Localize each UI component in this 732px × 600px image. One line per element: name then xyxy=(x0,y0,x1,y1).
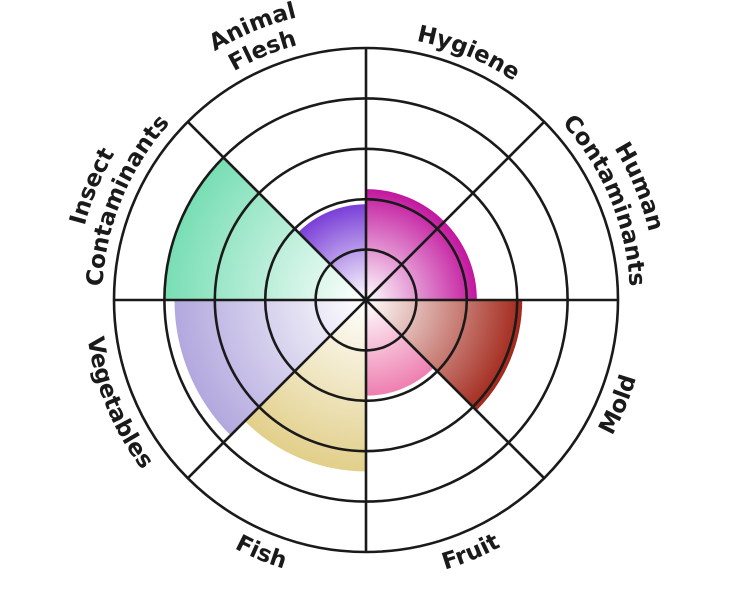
slice-insect-contaminants xyxy=(164,157,366,300)
slice-fish xyxy=(244,300,366,472)
slice-vegetables xyxy=(174,300,366,436)
grid-spoke-3 xyxy=(365,299,546,480)
slice-animal-flesh xyxy=(298,204,366,300)
slice-fruit xyxy=(366,300,434,396)
label-word-hygiene: Hygiene xyxy=(415,21,525,86)
label-word-fruit: Fruit xyxy=(439,529,504,576)
slice-mold xyxy=(366,300,523,411)
label-mold: Mold xyxy=(594,372,642,439)
grid-spoke-1 xyxy=(365,120,546,301)
grid-layer xyxy=(112,46,620,554)
slices-layer xyxy=(164,157,523,472)
label-hygiene: Hygiene xyxy=(415,21,525,86)
label-word-mold: Mold xyxy=(594,372,642,439)
grid-spoke-7 xyxy=(186,120,367,301)
label-fruit: Fruit xyxy=(439,529,504,576)
grid-spoke-5 xyxy=(186,299,367,480)
